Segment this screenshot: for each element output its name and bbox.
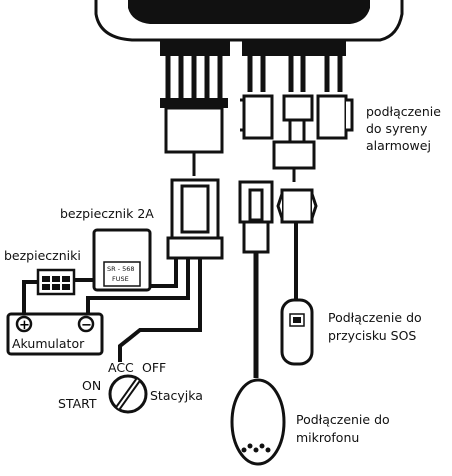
svg-text:−: − [81, 318, 92, 333]
svg-text:alarmowej: alarmowej [366, 138, 431, 153]
siren-label: podłączenie do syreny alarmowej [366, 104, 441, 153]
svg-text:bezpiecznik 2A: bezpiecznik 2A [60, 206, 154, 221]
main-connector-left [160, 98, 228, 176]
wire-to-fuse2a [110, 258, 190, 300]
battery-plus-icon [15, 315, 33, 333]
siren-connectors [240, 94, 354, 182]
svg-text:Stacyjka: Stacyjka [150, 388, 203, 403]
svg-text:podłączenie: podłączenie [366, 104, 441, 119]
svg-text:FUSE: FUSE [112, 275, 129, 283]
power-connector [166, 178, 224, 260]
microphone [230, 378, 286, 466]
svg-text:przycisku SOS: przycisku SOS [328, 328, 416, 343]
svg-text:mikrofonu: mikrofonu [296, 430, 359, 445]
ignition-switch: ACC OFF ON START Stacyjka [58, 360, 203, 414]
wire-to-ignition [118, 258, 202, 362]
fuses-block: bezpieczniki [4, 248, 81, 296]
battery-minus-icon [77, 315, 95, 333]
sos-label: Podłączenie do przycisku SOS [328, 310, 422, 343]
sos-button [280, 298, 314, 366]
harness-wires-right [247, 56, 343, 92]
harness-wires-left [165, 56, 223, 98]
svg-text:Akumulator: Akumulator [12, 336, 85, 351]
svg-text:Podłączenie do: Podłączenie do [296, 412, 390, 427]
svg-text:+: + [19, 318, 30, 333]
svg-text:ON: ON [82, 378, 101, 393]
svg-text:OFF: OFF [142, 360, 166, 375]
main-unit [94, 0, 404, 56]
svg-text:do syreny: do syreny [366, 121, 428, 136]
battery: + − Akumulator [6, 312, 104, 356]
wire-ground [150, 258, 178, 288]
svg-text:SR - 568: SR - 568 [107, 265, 135, 273]
svg-text:START: START [58, 396, 97, 411]
svg-text:bezpieczniki: bezpieczniki [4, 248, 81, 263]
svg-text:ACC: ACC [108, 360, 134, 375]
sos-connector [276, 188, 318, 300]
mic-connector [238, 180, 274, 378]
svg-text:Podłączenie do: Podłączenie do [328, 310, 422, 325]
fuse-2a: bezpiecznik 2A SR - 568 FUSE [60, 206, 154, 292]
mic-label: Podłączenie do mikrofonu [296, 412, 390, 445]
